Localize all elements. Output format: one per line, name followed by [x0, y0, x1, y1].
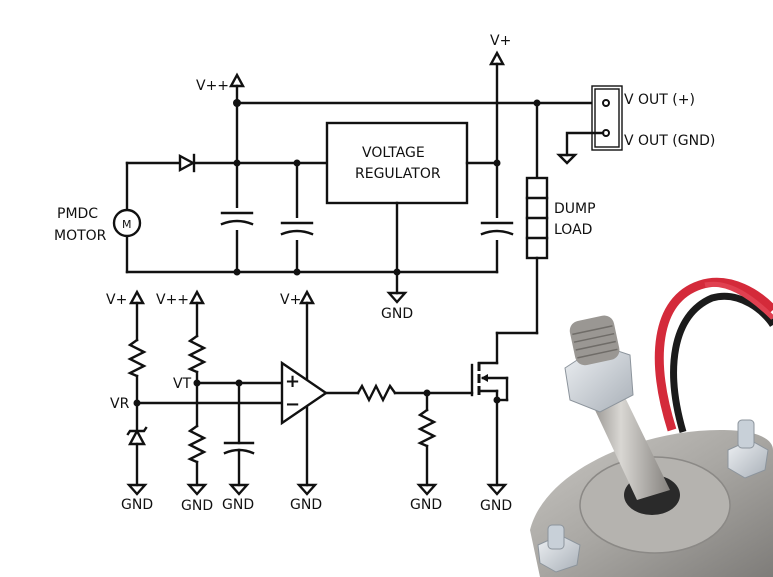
vp-opamp-label: V+: [280, 292, 301, 308]
ground-icon: [126, 483, 148, 496]
regulator-gnd-label: GND: [381, 306, 413, 322]
motor-symbol-label: M: [122, 218, 132, 231]
diode-icon: [178, 153, 196, 173]
dump-load-label-line1: DUMP: [554, 201, 596, 217]
divider-gnd-label: GND: [181, 498, 213, 514]
motor-wire-red: [654, 277, 773, 432]
resistor-r5-icon: [417, 408, 437, 448]
motor-wire-black: [670, 292, 773, 433]
motor-shaft: [588, 383, 670, 500]
shaft-thread: [569, 315, 620, 366]
vp-top-label: V+: [490, 33, 511, 49]
vpp-top-label: V++: [196, 78, 229, 94]
zener-gnd-label: GND: [121, 497, 153, 513]
vpp-mid-label: V++: [156, 292, 189, 308]
opamp-minus-label: −: [285, 394, 300, 415]
connector-pin2-label: V OUT (GND): [624, 133, 715, 149]
vp-left-label: V+: [106, 292, 127, 308]
mosfet-icon: [470, 361, 509, 404]
ground-icon: [296, 483, 318, 496]
motor-symbol: [112, 208, 142, 238]
cap-gnd-label: GND: [222, 497, 254, 513]
gate-resistor-gnd-label: GND: [410, 497, 442, 513]
opamp-gnd-label: GND: [290, 497, 322, 513]
ground-icon: [186, 483, 208, 496]
capacitor-1-icon: [220, 208, 254, 230]
ground-icon: [416, 483, 438, 496]
motor-label-line2: MOTOR: [54, 228, 107, 244]
regulator-label-line1: VOLTAGE: [362, 145, 425, 161]
opamp-plus-label: +: [285, 371, 300, 392]
vr-node-label: VR: [110, 396, 130, 412]
dump-load-label-line2: LOAD: [554, 222, 592, 238]
mount-bolt-right: [727, 419, 769, 479]
mount-bolt-left: [537, 524, 581, 573]
ground-icon: [386, 291, 408, 304]
capacitor-2-icon: [280, 218, 314, 240]
resistor-r3-icon: [187, 424, 207, 464]
connector-ground-icon: [556, 153, 578, 165]
resistor-r1-icon: [127, 338, 147, 378]
comparator-opamp: [280, 360, 329, 426]
ground-icon: [228, 483, 250, 496]
vt-node-label: VT: [173, 376, 192, 392]
connector-pin1-label: V OUT (+): [624, 92, 695, 108]
motor-wire-red-2: [704, 281, 773, 320]
ground-icon: [486, 483, 508, 496]
regulator-label-line2: REGULATOR: [355, 166, 441, 182]
motor-label-line1: PMDC: [57, 206, 98, 222]
mosfet-gnd-label: GND: [480, 498, 512, 514]
resistor-r4-icon: [356, 383, 397, 403]
capacitor-3-icon: [480, 218, 514, 240]
resistor-r2-icon: [187, 334, 207, 374]
output-connector: [591, 85, 623, 151]
